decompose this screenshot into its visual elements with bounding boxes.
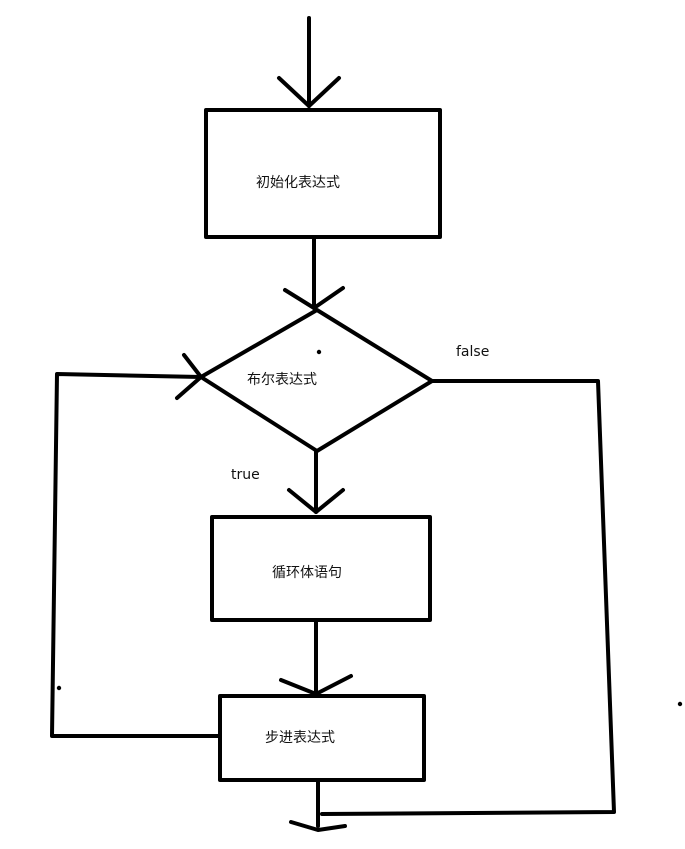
stray-dot — [56, 685, 62, 691]
true-branch-arrowhead — [287, 488, 345, 514]
stray-dot — [677, 701, 683, 707]
false-branch-line — [320, 379, 616, 816]
condition-label: 布尔表达式 — [247, 372, 317, 388]
loop-back-arrowhead — [175, 353, 203, 400]
entry-arrowhead — [277, 76, 341, 108]
init-box — [204, 108, 442, 239]
body-box — [210, 515, 432, 622]
body-label: 循环体语句 — [272, 565, 342, 581]
exit-arrowhead — [289, 820, 347, 832]
init-to-condition-arrowhead — [283, 286, 345, 310]
false-edge-label: false — [456, 344, 489, 360]
init-label: 初始化表达式 — [256, 174, 340, 191]
true-edge-label: true — [231, 467, 260, 483]
step-label: 步进表达式 — [265, 730, 335, 746]
loop-back-line — [50, 372, 222, 738]
stray-dot — [316, 349, 322, 355]
